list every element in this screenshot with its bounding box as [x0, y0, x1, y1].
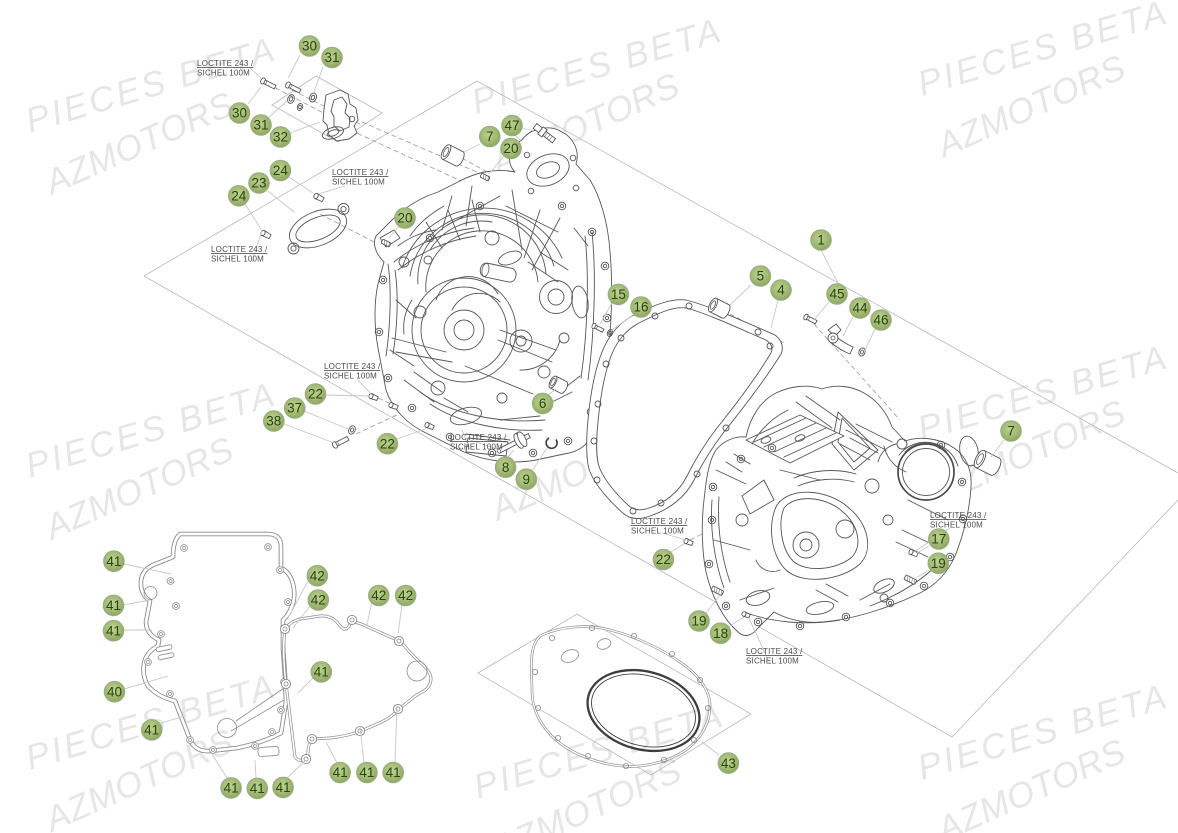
svg-text:42: 42	[311, 593, 326, 608]
svg-text:17: 17	[931, 532, 946, 547]
svg-text:22: 22	[656, 552, 671, 567]
svg-text:SICHEL 100M: SICHEL 100M	[332, 178, 385, 187]
svg-text:19: 19	[931, 556, 946, 571]
svg-text:45: 45	[829, 287, 844, 302]
svg-text:42: 42	[398, 588, 413, 603]
svg-text:LOCTITE 243 /: LOCTITE 243 /	[631, 517, 688, 526]
svg-text:30: 30	[302, 39, 317, 54]
svg-text:41: 41	[333, 765, 348, 780]
svg-text:41: 41	[106, 554, 121, 569]
svg-text:31: 31	[253, 118, 268, 133]
svg-text:7: 7	[486, 129, 494, 144]
svg-text:SICHEL 100M: SICHEL 100M	[930, 521, 983, 530]
svg-text:41: 41	[106, 598, 121, 613]
svg-text:SICHEL 100M: SICHEL 100M	[211, 255, 264, 264]
svg-text:20: 20	[503, 141, 518, 156]
svg-text:6: 6	[539, 396, 547, 411]
svg-text:22: 22	[308, 387, 323, 402]
svg-text:LOCTITE 243 /: LOCTITE 243 /	[930, 511, 987, 520]
svg-text:LOCTITE 243 /: LOCTITE 243 /	[324, 362, 381, 371]
svg-text:23: 23	[251, 176, 266, 191]
svg-text:41: 41	[224, 781, 239, 796]
svg-text:5: 5	[757, 269, 765, 284]
svg-text:20: 20	[397, 211, 412, 226]
svg-text:SICHEL 100M: SICHEL 100M	[746, 657, 799, 666]
svg-text:46: 46	[873, 313, 888, 328]
svg-text:15: 15	[611, 287, 626, 302]
svg-text:42: 42	[310, 568, 325, 583]
svg-text:SICHEL 100M: SICHEL 100M	[631, 527, 684, 536]
svg-text:32: 32	[273, 130, 288, 145]
svg-text:41: 41	[359, 765, 374, 780]
svg-text:41: 41	[314, 665, 329, 680]
svg-text:7: 7	[1007, 424, 1015, 439]
svg-text:SICHEL 100M: SICHEL 100M	[197, 69, 250, 78]
svg-text:30: 30	[232, 106, 247, 121]
svg-text:1: 1	[817, 233, 825, 248]
svg-text:42: 42	[371, 588, 386, 603]
svg-text:41: 41	[386, 765, 401, 780]
svg-text:SICHEL 100M: SICHEL 100M	[324, 372, 377, 381]
svg-text:41: 41	[276, 780, 291, 795]
svg-text:LOCTITE 243 /: LOCTITE 243 /	[211, 245, 268, 254]
svg-text:SICHEL 100M: SICHEL 100M	[450, 443, 503, 452]
svg-text:8: 8	[502, 460, 510, 475]
svg-text:24: 24	[273, 163, 289, 178]
svg-text:41: 41	[250, 781, 265, 796]
svg-text:43: 43	[721, 756, 736, 771]
svg-text:LOCTITE 243 /: LOCTITE 243 /	[746, 647, 803, 656]
svg-text:38: 38	[266, 414, 281, 429]
svg-text:41: 41	[144, 723, 159, 738]
svg-text:41: 41	[106, 623, 121, 638]
svg-text:LOCTITE 243 /: LOCTITE 243 /	[332, 168, 389, 177]
svg-text:24: 24	[231, 189, 247, 204]
svg-text:4: 4	[777, 283, 785, 298]
svg-text:LOCTITE 243 /: LOCTITE 243 /	[450, 433, 507, 442]
svg-text:37: 37	[287, 401, 302, 416]
svg-text:47: 47	[504, 118, 519, 133]
svg-text:31: 31	[324, 50, 339, 65]
svg-text:LOCTITE 243 /: LOCTITE 243 /	[197, 59, 254, 68]
svg-text:18: 18	[713, 626, 728, 641]
svg-text:40: 40	[107, 684, 122, 699]
svg-text:19: 19	[691, 614, 706, 629]
svg-text:22: 22	[380, 436, 395, 451]
svg-text:9: 9	[523, 472, 531, 487]
svg-text:16: 16	[633, 300, 648, 315]
svg-text:44: 44	[852, 301, 868, 316]
